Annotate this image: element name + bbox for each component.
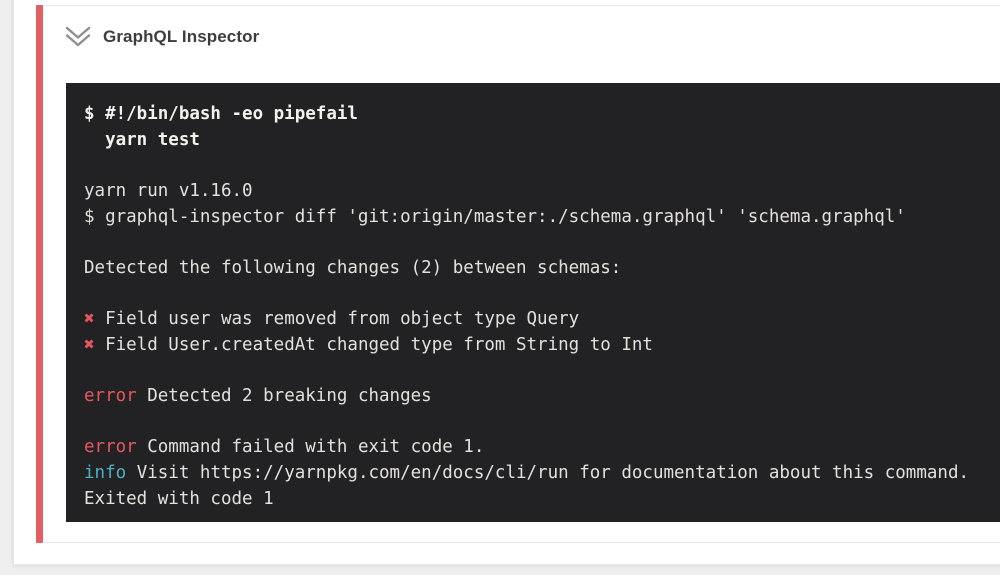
terminal-line: ✖ Field user was removed from object typ… xyxy=(84,309,580,329)
terminal-body: $ #!/bin/bash -eo pipefail yarn test yarn… xyxy=(84,101,1000,512)
terminal-line: info Visit https://yarnpkg.com/en/docs/c… xyxy=(84,463,970,483)
error-label: error xyxy=(84,386,137,406)
info-label: info xyxy=(84,463,127,483)
breaking-change-x-icon: ✖ xyxy=(84,309,95,329)
step-header[interactable]: GraphQL Inspector xyxy=(64,21,259,53)
terminal-line: error Command failed with exit code 1. xyxy=(84,437,485,457)
terminal-line xyxy=(84,409,1000,434)
terminal-line: yarn test xyxy=(84,130,200,150)
job-output-card: GraphQL Inspector $ #!/bin/bash -eo pipe… xyxy=(13,0,1000,565)
terminal-line xyxy=(84,153,1000,178)
terminal-line xyxy=(84,358,1000,383)
terminal-line xyxy=(84,281,1000,306)
terminal-line: Detected the following changes (2) betwe… xyxy=(84,258,622,278)
error-label: error xyxy=(84,437,137,457)
failed-step-section: GraphQL Inspector $ #!/bin/bash -eo pipe… xyxy=(36,5,1000,543)
terminal-line: error Detected 2 breaking changes xyxy=(84,386,432,406)
terminal-output: $ #!/bin/bash -eo pipefail yarn test yarn… xyxy=(66,83,1000,522)
step-title: GraphQL Inspector xyxy=(103,27,260,46)
terminal-line: ✖ Field User.createdAt changed type from… xyxy=(84,335,653,355)
terminal-line: $ graphql-inspector diff 'git:origin/mas… xyxy=(84,207,906,227)
failed-step-accent-bar xyxy=(36,5,43,543)
terminal-line xyxy=(84,230,1000,255)
terminal-line: Exited with code 1 xyxy=(84,489,274,509)
terminal-line: $ #!/bin/bash -eo pipefail xyxy=(84,104,358,124)
breaking-change-x-icon: ✖ xyxy=(84,335,95,355)
chevron-double-down-icon[interactable] xyxy=(64,25,92,49)
terminal-line: yarn run v1.16.0 xyxy=(84,181,253,201)
